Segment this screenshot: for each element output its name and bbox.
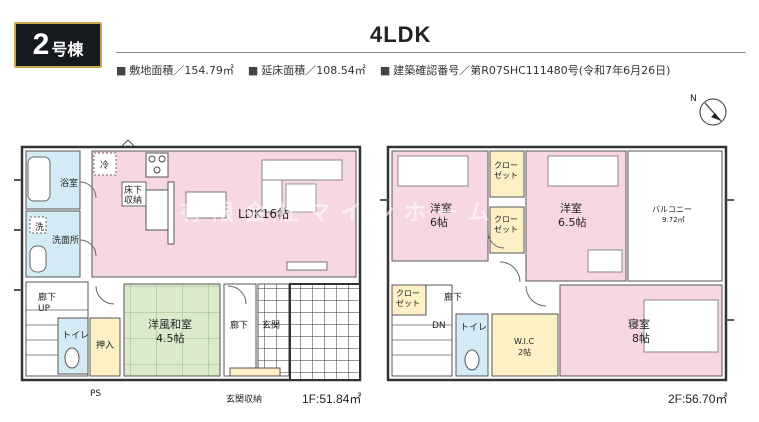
- bed3: [643, 299, 719, 353]
- hall1-label: 廊下: [38, 291, 56, 303]
- shoe-storage: [229, 367, 281, 377]
- hall2-label: 廊下: [230, 319, 248, 331]
- underfloor-label-2: 収納: [124, 194, 142, 206]
- closet-c: [391, 284, 427, 316]
- up-label: UP: [38, 304, 51, 314]
- toilet2-bowl: [464, 349, 480, 371]
- bathtub: [27, 156, 51, 202]
- western2-label-1: 洋室: [560, 201, 582, 215]
- closet1-label: 押入: [96, 339, 114, 351]
- ldk-label: LDK16帖: [238, 206, 289, 221]
- bed1: [397, 155, 469, 187]
- bedroom-label-2: 8帖: [632, 332, 650, 345]
- closet-a: [489, 150, 525, 198]
- layout-title: 4LDK: [370, 22, 432, 47]
- site-area: 敷地面積／154.79㎡: [116, 62, 234, 78]
- floor2-area: 2F:56.70㎡: [668, 392, 728, 406]
- dining-table: [185, 191, 227, 219]
- floor1-plan: [14, 139, 362, 382]
- floor2-labels: クロー ゼット クロー ゼット クロー ゼット 洋室 6帖 洋室 6.5帖 バル…: [396, 161, 692, 357]
- permit-number: 建築確認番号／第R07SHC111480号(令和7年6月26日): [380, 62, 670, 78]
- floor-area: 延床面積／108.54㎡: [248, 62, 366, 78]
- sofa: [261, 159, 343, 181]
- watermark-text: 有限会社マインホーム: [180, 200, 499, 226]
- building-number: 2: [32, 28, 50, 61]
- sofa-side: [261, 179, 283, 213]
- bath-label: 浴室: [60, 177, 78, 189]
- washer-box: [29, 216, 47, 234]
- building-badge: 2 号棟: [14, 22, 102, 68]
- closet-a-label-2: ゼット: [494, 170, 518, 180]
- closet1-room: [89, 317, 121, 377]
- washitsu-label-2: 4.5帖: [156, 332, 185, 345]
- balcony-label-2: 9.72㎡: [662, 216, 685, 224]
- closet-b-label-1: クロー: [494, 215, 518, 224]
- washitsu-label-1: 洋風和室: [148, 317, 192, 331]
- header-divider: [116, 52, 746, 53]
- info-line: 敷地面積／154.79㎡ 延床面積／108.54㎡ 建築確認番号／第R07SHC…: [116, 62, 670, 78]
- western2-label-2: 6.5帖: [558, 216, 587, 229]
- living-table: [285, 183, 317, 213]
- fridge-box: [93, 152, 117, 176]
- underfloor-box: [121, 181, 147, 207]
- wash-basin: [29, 245, 47, 273]
- entrance-area: [257, 283, 291, 377]
- hall2f-label: 廊下: [444, 291, 462, 303]
- fridge-label: 冷: [100, 159, 109, 171]
- closet-b-label-2: ゼット: [494, 224, 518, 234]
- closet-c-label-2: ゼット: [396, 298, 420, 308]
- building-unit: 号棟: [51, 40, 84, 59]
- western1-label-2: 6帖: [430, 216, 448, 229]
- kitchen-sink: [145, 189, 169, 231]
- floor1-labels: 浴室 洗 洗面所 冷 床下 収納 LDK16帖 廊下 UP トイレ 押入 洋風和…: [35, 159, 289, 405]
- dn-label: DN: [432, 321, 446, 331]
- toilet2-label: トイレ: [460, 323, 487, 333]
- bed2: [547, 155, 619, 187]
- balcony-label-1: バルコニー: [652, 205, 692, 214]
- wic-room: [491, 313, 559, 377]
- compass-icon: N: [690, 94, 727, 126]
- stove: [145, 152, 169, 178]
- washitsu-room: [123, 283, 221, 377]
- closet-a-label-1: クロー: [494, 161, 518, 170]
- tv-board: [286, 261, 328, 271]
- wic-label-1: W.I.C: [514, 337, 534, 346]
- floor2-plan: [380, 145, 734, 382]
- bedroom-label-1: 寝室: [628, 317, 650, 331]
- porch-area: [289, 283, 361, 381]
- wic-label-2: 2帖: [518, 347, 531, 357]
- hall2-area: [223, 283, 257, 377]
- compass-label: N: [690, 94, 697, 104]
- wash-label: 洗: [35, 221, 44, 233]
- shoe-storage-label: 玄関収納: [226, 393, 262, 405]
- western1-label-1: 洋室: [430, 201, 452, 215]
- closet-c-label-1: クロー: [396, 289, 420, 298]
- washroom-label: 洗面所: [52, 234, 79, 246]
- toilet1-label: トイレ: [62, 331, 89, 341]
- underfloor-label-1: 床下: [124, 184, 142, 196]
- floor1-area: 1F:51.84㎡: [302, 392, 362, 406]
- balcony-area: [627, 150, 723, 282]
- kitchen-counter: [167, 181, 175, 245]
- entrance-label: 玄関: [262, 319, 280, 331]
- desk2: [587, 249, 623, 273]
- ps-label: PS: [90, 389, 101, 399]
- toilet1-bowl: [64, 347, 80, 369]
